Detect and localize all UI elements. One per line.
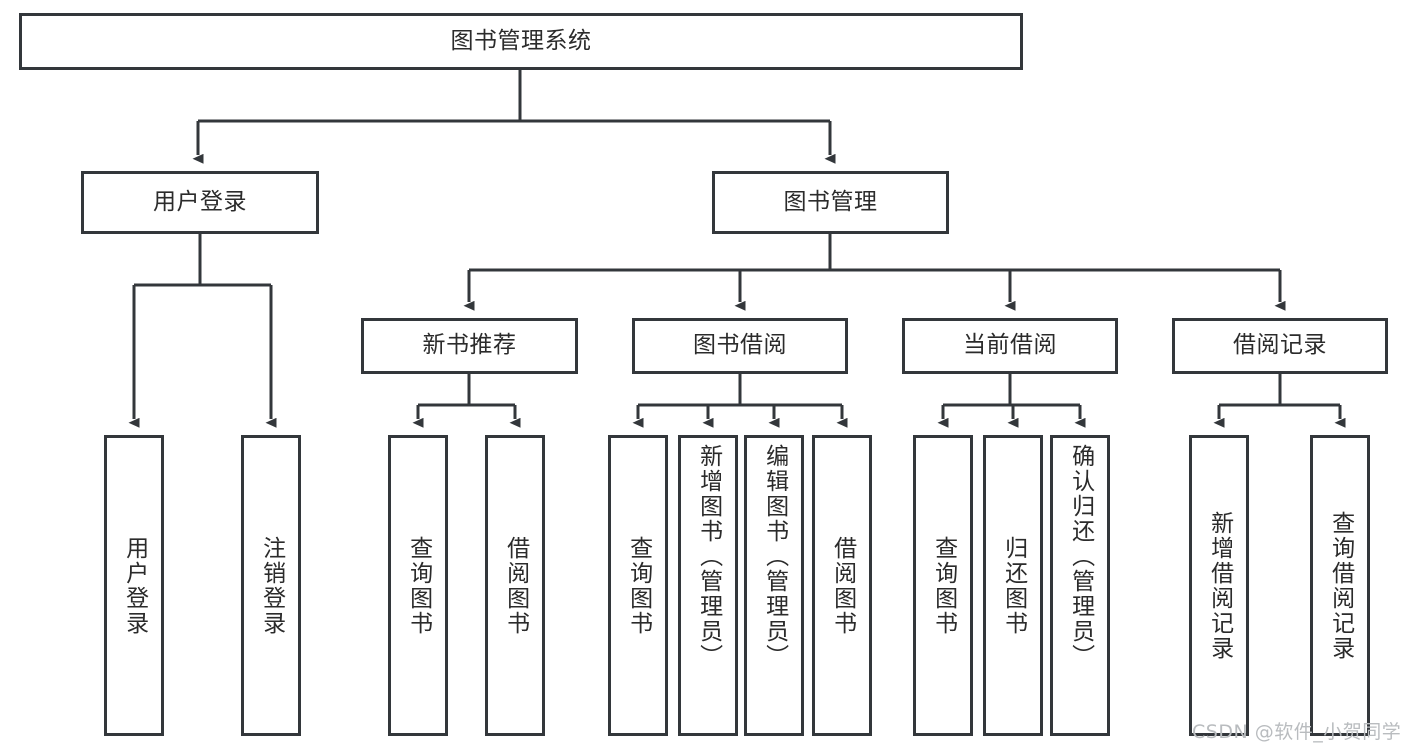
node-book-management-label: 图书管理 bbox=[783, 188, 878, 215]
node-current-borrowing[interactable]: 当前借阅 bbox=[902, 318, 1118, 374]
leaf-query-book-borrow[interactable]: 查询图书 bbox=[608, 435, 668, 736]
node-new-book-recommendation-label: 新书推荐 bbox=[422, 332, 517, 359]
node-book-management[interactable]: 图书管理 bbox=[712, 171, 949, 234]
leaf-return-book[interactable]: 归还图书 bbox=[983, 435, 1043, 736]
leaf-query-book-borrow-label: 查询图书 bbox=[625, 535, 652, 636]
leaf-query-book-current-label: 查询图书 bbox=[930, 535, 957, 636]
leaf-confirm-return-admin[interactable]: 确认归还（管理员） bbox=[1050, 435, 1110, 736]
node-root-label: 图书管理系统 bbox=[450, 27, 592, 54]
leaf-add-borrow-record[interactable]: 新增借阅记录 bbox=[1189, 435, 1249, 736]
node-borrowing-record[interactable]: 借阅记录 bbox=[1172, 318, 1388, 374]
leaf-add-book-admin-label: 新增图书（管理员） bbox=[695, 444, 722, 669]
csdn-watermark-text: CSDN @软件_小贺同学 bbox=[1192, 721, 1402, 743]
node-current-borrowing-label: 当前借阅 bbox=[963, 332, 1057, 359]
leaf-return-book-label: 归还图书 bbox=[1000, 535, 1027, 636]
leaf-query-book-rec[interactable]: 查询图书 bbox=[388, 435, 448, 736]
leaf-query-borrow-record-label: 查询借阅记录 bbox=[1327, 510, 1354, 661]
leaf-edit-book-admin-label: 编辑图书（管理员） bbox=[761, 444, 788, 669]
leaf-add-book-admin[interactable]: 新增图书（管理员） bbox=[678, 435, 738, 736]
leaf-query-book-current[interactable]: 查询图书 bbox=[913, 435, 973, 736]
leaf-user-login-label: 用户登录 bbox=[121, 535, 148, 636]
node-book-borrowing[interactable]: 图书借阅 bbox=[632, 318, 848, 374]
leaf-confirm-return-admin-label: 确认归还（管理员） bbox=[1067, 444, 1094, 669]
node-new-book-recommendation[interactable]: 新书推荐 bbox=[361, 318, 578, 374]
node-user-login[interactable]: 用户登录 bbox=[81, 171, 319, 234]
leaf-logout[interactable]: 注销登录 bbox=[241, 435, 301, 736]
leaf-query-book-rec-label: 查询图书 bbox=[405, 535, 432, 636]
leaf-borrow-book[interactable]: 借阅图书 bbox=[812, 435, 872, 736]
node-user-login-label: 用户登录 bbox=[153, 188, 247, 215]
leaf-borrow-book-label: 借阅图书 bbox=[829, 535, 856, 636]
leaf-borrow-book-rec[interactable]: 借阅图书 bbox=[485, 435, 545, 736]
leaf-borrow-book-rec-label: 借阅图书 bbox=[502, 535, 529, 636]
node-book-borrowing-label: 图书借阅 bbox=[693, 332, 787, 359]
leaf-edit-book-admin[interactable]: 编辑图书（管理员） bbox=[744, 435, 804, 736]
leaf-user-login[interactable]: 用户登录 bbox=[104, 435, 164, 736]
leaf-add-borrow-record-label: 新增借阅记录 bbox=[1206, 510, 1233, 661]
csdn-watermark: CSDN @软件_小贺同学 bbox=[1192, 717, 1401, 744]
leaf-logout-label: 注销登录 bbox=[258, 535, 285, 636]
leaf-query-borrow-record[interactable]: 查询借阅记录 bbox=[1310, 435, 1370, 736]
node-borrowing-record-label: 借阅记录 bbox=[1233, 332, 1327, 359]
node-root[interactable]: 图书管理系统 bbox=[19, 13, 1023, 70]
